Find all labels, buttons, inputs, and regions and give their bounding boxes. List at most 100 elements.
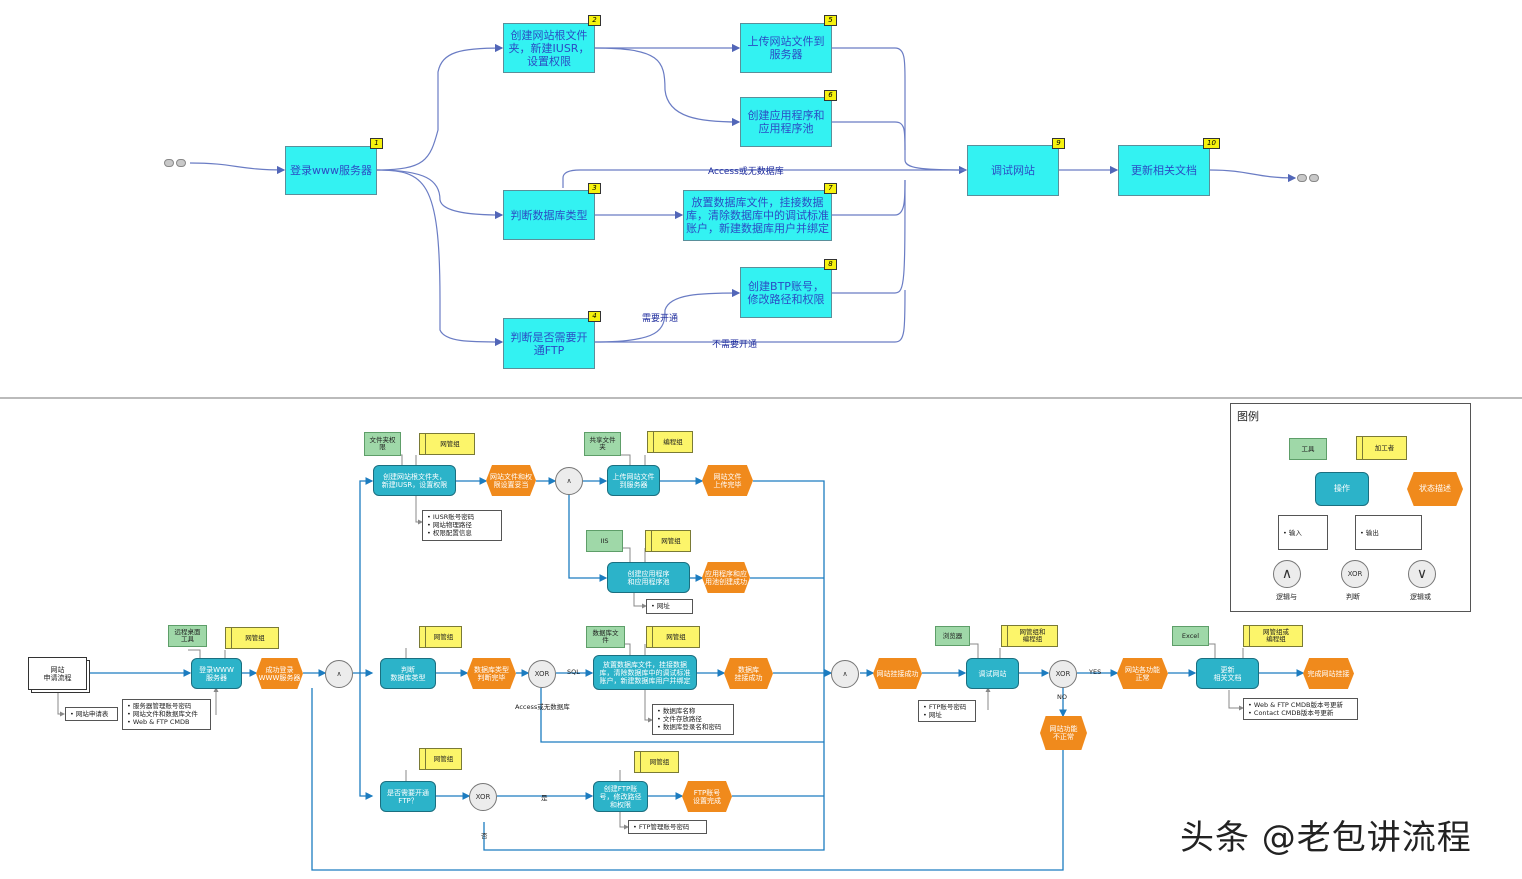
org-net-7: 网管组 — [640, 751, 679, 773]
note-ftp: • FTP管理账号密码 — [628, 820, 707, 834]
note-db: • 数据库名称 • 文件存放路径 • 数据库登录名和密码 — [652, 704, 734, 735]
note-db-line: • 数据库登录名和密码 — [657, 723, 722, 731]
fn-create-root[interactable]: 创建网站根文件夹， 新建IUSR，设置权限 — [373, 465, 456, 496]
tool-iis: IIS — [586, 530, 623, 552]
tool-database-file: 数据库文 件 — [586, 626, 625, 648]
gate-and-3: ∧ — [831, 660, 859, 688]
tool-excel: Excel — [1172, 626, 1209, 646]
top-activity-5-label: 上传网站文件到服务器 — [747, 35, 825, 61]
top-activity-10[interactable]: 更新相关文档 — [1118, 145, 1210, 196]
fn-create-app-pool[interactable]: 创建应用程序 和应用程序池 — [607, 562, 690, 593]
fn-login-server[interactable]: 登录WWW 服务器 — [191, 658, 242, 689]
gate-xor-debug: XOR — [1049, 660, 1077, 688]
fn-db-place[interactable]: 放置数据库文件，挂接数据 库，清除数据库中的调试标准 账户，新建数据库用户并绑定 — [593, 655, 697, 690]
note-app-line: • 网址 — [651, 602, 670, 610]
top-activity-6-label: 创建应用程序和应用程序池 — [747, 109, 825, 135]
legend-and-gate: ∧ — [1273, 560, 1301, 588]
note-root-line: • 权限配置信息 — [427, 529, 472, 537]
tool-browser: 浏览器 — [935, 626, 970, 646]
legend-input-text: • 输入 — [1283, 528, 1302, 537]
legend-output: • 输出 — [1355, 515, 1422, 550]
org-net-4: 网管组 — [425, 626, 462, 648]
legend-tool: 工具 — [1289, 438, 1327, 460]
org-net-5: 网管组 — [652, 626, 700, 648]
fn-update-docs[interactable]: 更新 相关文档 — [1196, 658, 1259, 689]
org-net-or-dev: 网管组或 编程组 — [1249, 625, 1303, 647]
note-login-line: • Web & FTP CMDB — [127, 718, 190, 726]
top-connectors — [189, 43, 1297, 347]
fn-debug-site[interactable]: 调试网站 — [966, 658, 1019, 689]
top-end-connector — [1297, 174, 1321, 182]
fn-ftp-question[interactable]: 是否需要开通 FTP？ — [380, 781, 436, 812]
org-dev-1: 编程组 — [653, 431, 693, 453]
tool-shared-folder: 共享文件 夹 — [584, 432, 621, 456]
org-net-6: 网管组 — [425, 748, 462, 770]
top-activity-9[interactable]: 调试网站 — [967, 145, 1059, 196]
legend-xor-label: 判断 — [1346, 593, 1360, 601]
legend-state: 状态描述 — [1407, 472, 1463, 506]
top-activity-4[interactable]: 判断是否需要开通FTP — [503, 318, 595, 369]
label-no-cn: 否 — [481, 832, 488, 840]
org-net-2: 网管组 — [425, 433, 475, 455]
ev-func-ok: 网站各功能 正常 — [1117, 658, 1168, 689]
top-activity-5-number: 5 — [824, 15, 837, 26]
top-activity-8-number: 8 — [824, 259, 837, 270]
fn-db-type[interactable]: 判断 数据库类型 — [380, 658, 436, 689]
org-net-3: 网管组 — [651, 530, 691, 552]
top-label-need: 需要开通 — [642, 314, 679, 324]
top-activity-3-number: 3 — [588, 183, 601, 194]
legend-or-label: 逻辑或 — [1410, 593, 1431, 601]
ev-perm-ok: 网站文件和权 限设置妥当 — [486, 465, 536, 496]
org-net-dev: 网管组和 编程组 — [1007, 625, 1058, 647]
note-login-line: • 网站文件和数据库文件 — [127, 710, 198, 718]
top-activity-5[interactable]: 上传网站文件到服务器 — [740, 23, 832, 73]
note-app: • 网址 — [646, 599, 693, 614]
gate-and-1: ∧ — [325, 660, 353, 688]
label-no: NO — [1057, 693, 1067, 701]
top-start-connector — [164, 159, 188, 167]
top-activity-6[interactable]: 创建应用程序和应用程序池 — [740, 97, 832, 147]
ev-ftp-ok: FTP账号 设置完成 — [682, 781, 732, 812]
note-root-line: • IUSR账号密码 — [427, 513, 475, 521]
ev-login-ok: 成功登录 WWW服务器 — [256, 658, 303, 689]
start-note-line: • 网站申请表 — [70, 710, 109, 718]
fn-ftp-create[interactable]: 创建FTP账 号，修改路径 和权限 — [593, 781, 648, 812]
legend-or-gate: ∨ — [1408, 560, 1436, 588]
top-activity-4-number: 4 — [588, 311, 601, 322]
top-label-noneed: 不需要开通 — [712, 340, 758, 350]
top-activity-8[interactable]: 创建BTP账号，修改路径和权限 — [740, 267, 832, 318]
top-activity-2-label: 创建网站根文件夹，新建IUSR，设置权限 — [508, 28, 590, 68]
legend-and-label: 逻辑与 — [1276, 593, 1297, 601]
top-activity-7-label: 放置数据库文件，挂接数据库，清除数据库中的调试标准账户，新建数据库用户并绑定 — [686, 196, 829, 235]
top-activity-1-label: 登录www服务器 — [290, 164, 372, 177]
top-activity-2-number: 2 — [588, 15, 601, 26]
top-activity-3[interactable]: 判断数据库类型 — [503, 190, 595, 240]
watermark: 头条 @老包讲流程 — [1180, 818, 1472, 858]
top-activity-2[interactable]: 创建网站根文件夹，新建IUSR，设置权限 — [503, 23, 595, 73]
fn-upload-files[interactable]: 上传网站文件 到服务器 — [607, 465, 660, 496]
label-access: Access或无数据库 — [515, 703, 570, 711]
association-lines — [57, 454, 1244, 830]
top-activity-1[interactable]: 登录www服务器 — [285, 146, 377, 195]
note-root: • IUSR账号密码 • 网站物理路径 • 权限配置信息 — [422, 510, 502, 541]
note-db-line: • 文件存放路径 — [657, 715, 702, 723]
legend-output-text: • 输出 — [1360, 528, 1379, 537]
top-activity-1-number: 1 — [370, 138, 383, 149]
note-login: • 服务器管理账号密码 • 网站文件和数据库文件 • Web & FTP CMD… — [122, 699, 211, 730]
top-activity-7[interactable]: 放置数据库文件，挂接数据库，清除数据库中的调试标准账户，新建数据库用户并绑定 — [683, 190, 832, 241]
legend-input: • 输入 — [1278, 515, 1328, 550]
start-document[interactable]: 网站 申请流程 — [28, 657, 87, 690]
ev-db-type-ok: 数据库类型 判断完毕 — [467, 658, 516, 689]
legend-xor-gate: XOR — [1341, 560, 1369, 588]
legend-operation: 操作 — [1315, 472, 1369, 506]
note-db-line: • 数据库名称 — [657, 707, 696, 715]
note-debug: • FTP账号密码 • 网址 — [918, 700, 976, 722]
top-activity-6-number: 6 — [824, 90, 837, 101]
legend-org: 加工者 — [1362, 436, 1407, 460]
note-login-line: • 服务器管理账号密码 — [127, 702, 192, 710]
top-activity-10-label: 更新相关文档 — [1131, 164, 1197, 177]
start-note: • 网站申请表 — [65, 707, 118, 721]
ev-app-ok: 应用程序和应 用池创建成功 — [702, 562, 750, 593]
